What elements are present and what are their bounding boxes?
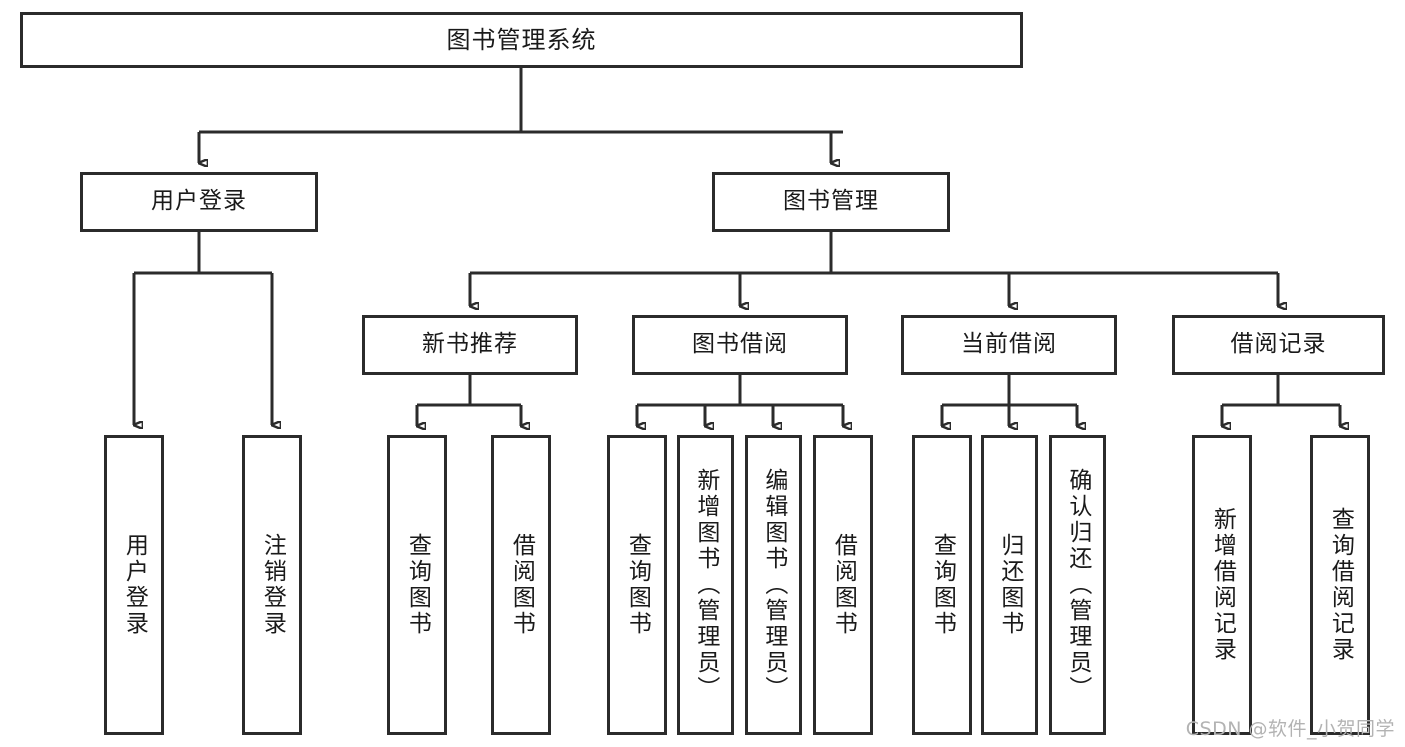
node-label: 查询图书 [929,533,956,637]
leaf-user-login[interactable]: 用户登录 [104,435,164,735]
node-label: 图书借阅 [692,331,788,358]
node-label: 新增借阅记录 [1209,507,1236,663]
leaf-return-book[interactable]: 归还图书 [981,435,1038,735]
leaf-query-book-recommend[interactable]: 查询图书 [387,435,447,735]
node-label: 查询借阅记录 [1327,507,1354,663]
node-label: 新增图书（管理员） [692,468,719,702]
leaf-query-borrow-record[interactable]: 查询借阅记录 [1310,435,1370,735]
leaf-query-book-current[interactable]: 查询图书 [912,435,972,735]
node-label: 归还图书 [996,533,1023,637]
node-label: 借阅图书 [830,533,857,637]
node-label: 当前借阅 [961,331,1057,358]
node-root-system[interactable]: 图书管理系统 [20,12,1023,68]
node-new-book-recommend[interactable]: 新书推荐 [362,315,578,375]
node-label: 用户登录 [121,533,148,637]
leaf-add-book-admin[interactable]: 新增图书（管理员） [677,435,734,735]
leaf-borrow-book[interactable]: 借阅图书 [813,435,873,735]
node-label: 用户登录 [151,188,247,215]
node-label: 查询图书 [624,533,651,637]
node-book-management[interactable]: 图书管理 [712,172,950,232]
node-user-login[interactable]: 用户登录 [80,172,318,232]
node-label: 借阅记录 [1230,331,1327,358]
node-label: 借阅图书 [508,533,535,637]
leaf-confirm-return-admin[interactable]: 确认归还（管理员） [1049,435,1106,735]
node-label: 图书管理 [783,188,879,215]
leaf-edit-book-admin[interactable]: 编辑图书（管理员） [745,435,802,735]
node-current-borrow[interactable]: 当前借阅 [901,315,1117,375]
node-borrow-record[interactable]: 借阅记录 [1172,315,1385,375]
leaf-borrow-book-recommend[interactable]: 借阅图书 [491,435,551,735]
node-label: 新书推荐 [422,331,518,358]
leaf-query-book-borrow[interactable]: 查询图书 [607,435,667,735]
node-label: 注销登录 [259,533,286,637]
node-label: 确认归还（管理员） [1064,468,1091,702]
node-label: 编辑图书（管理员） [760,468,787,702]
node-label: 查询图书 [404,533,431,637]
node-book-borrow[interactable]: 图书借阅 [632,315,848,375]
node-label: 图书管理系统 [446,25,597,54]
csdn-watermark: CSDN @软件_小贺同学 [1185,718,1395,740]
leaf-logout[interactable]: 注销登录 [242,435,302,735]
leaf-add-borrow-record[interactable]: 新增借阅记录 [1192,435,1252,735]
